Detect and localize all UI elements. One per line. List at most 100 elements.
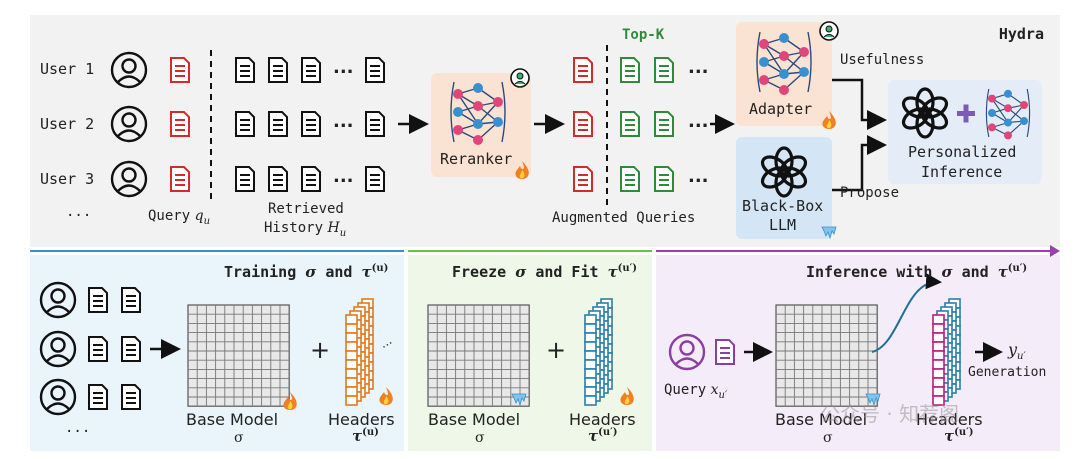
inference-base-model-sym: σ bbox=[823, 430, 833, 446]
inference-title-tau-sup: (u′) bbox=[1007, 263, 1028, 274]
inference-title: Inference with σ and τ(u′) bbox=[806, 263, 1027, 281]
inference-divider bbox=[656, 250, 1052, 252]
query-doc-icon-1 bbox=[170, 57, 190, 83]
inference-curve-arrow bbox=[871, 273, 942, 353]
retrieved-label-line2: History Hu bbox=[264, 220, 346, 239]
training-headers-tau: τ bbox=[352, 427, 363, 445]
topk-label: Top-K bbox=[622, 27, 665, 43]
inference-output: yu′ bbox=[1008, 340, 1026, 362]
history-ellipsis-2: ... bbox=[333, 111, 354, 132]
training-user-ellipsis: ... bbox=[65, 420, 91, 436]
watermark: 公众号 · 知荐阁 bbox=[820, 402, 960, 426]
history-var: H bbox=[327, 220, 340, 236]
inference-query-sub: u′ bbox=[718, 389, 728, 401]
training-headers-stack bbox=[345, 298, 374, 406]
history-sub: u bbox=[339, 227, 347, 239]
history-docs-row-1 bbox=[235, 57, 385, 83]
adapter-flame-icon bbox=[822, 111, 836, 129]
training-title-tau: τ bbox=[361, 263, 372, 281]
blackbox-box bbox=[736, 137, 832, 239]
history-ellipsis-1: ... bbox=[333, 57, 354, 78]
inference-query-doc-icon bbox=[715, 339, 735, 365]
history-docs-row-2 bbox=[235, 111, 385, 137]
adapter-user-badge-icon bbox=[819, 21, 839, 41]
inference-output-sub: u′ bbox=[1017, 351, 1026, 363]
freeze-base-model-grid bbox=[427, 304, 530, 407]
freeze-title: Freeze σ and Fit τ(u′) bbox=[452, 263, 637, 281]
personalized-label-line2: Inference bbox=[921, 163, 1003, 181]
inference-query-text: Query bbox=[664, 382, 707, 398]
inference-base-model-label: Base Model bbox=[775, 410, 868, 429]
training-headers-flame-icon bbox=[379, 387, 393, 405]
freeze-base-model-label: Base Model bbox=[428, 410, 521, 429]
freeze-headers-stack bbox=[584, 298, 613, 406]
user-ellipsis: ... bbox=[66, 204, 92, 220]
freeze-title-prefix: Freeze bbox=[452, 263, 507, 281]
reranker-network-icon bbox=[450, 81, 506, 146]
freeze-headers-label: Headers bbox=[569, 410, 636, 429]
inference-headers-stack bbox=[932, 298, 961, 406]
personalized-network-icon bbox=[985, 88, 1031, 140]
query-label: Query qu bbox=[148, 208, 210, 227]
inference-query-label: Query xu′ bbox=[664, 382, 727, 401]
query-label-text: Query bbox=[148, 208, 191, 224]
freeze-plus: + bbox=[546, 336, 567, 364]
inference-headers-label: Headers bbox=[916, 410, 983, 429]
augmented-docs-row-2 bbox=[573, 111, 674, 137]
training-title-and: and bbox=[325, 263, 353, 281]
freeze-title-and: and Fit bbox=[535, 263, 599, 281]
training-headers-tau-sup: (u) bbox=[362, 427, 379, 438]
reranker-user-badge-icon bbox=[510, 68, 530, 88]
training-divider bbox=[30, 250, 404, 252]
freeze-title-sigma: σ bbox=[515, 263, 527, 281]
reranker-flame-icon bbox=[515, 161, 529, 179]
personalized-llm-icon bbox=[898, 87, 952, 139]
user-icon-3 bbox=[110, 160, 148, 198]
training-title-prefix: Training bbox=[224, 263, 297, 281]
adapter-network-icon bbox=[756, 31, 812, 96]
query-doc-icon-2 bbox=[170, 111, 190, 137]
retrieved-label-line1: Retrieved bbox=[268, 201, 344, 217]
freeze-base-model-sym: σ bbox=[475, 430, 485, 446]
training-user-icon-2 bbox=[39, 330, 77, 368]
inference-title-and: and bbox=[961, 263, 989, 281]
adapter-label: Adapter bbox=[749, 100, 813, 118]
training-user-icon-1 bbox=[39, 281, 77, 319]
usefulness-label: Usefulness bbox=[840, 52, 925, 68]
blackbox-label-line1: Black-Box bbox=[742, 197, 824, 215]
augmented-ellipsis-2: ... bbox=[688, 111, 709, 132]
usefulness-arrow bbox=[832, 78, 887, 130]
inference-title-tau: τ bbox=[997, 263, 1008, 281]
inference-output-var: y bbox=[1008, 340, 1018, 359]
training-title-sigma: σ bbox=[305, 263, 317, 281]
freeze-headers-tau-sup: (u′) bbox=[598, 427, 618, 438]
augmented-ellipsis-3: ... bbox=[688, 166, 709, 187]
training-title-tau-sup: (u) bbox=[371, 263, 389, 274]
history-text: History bbox=[264, 220, 324, 236]
inference-headers-tau: τ bbox=[944, 427, 955, 445]
inference-base-model-grid bbox=[775, 304, 878, 407]
query-doc-icon-3 bbox=[170, 166, 190, 192]
training-plus: + bbox=[310, 336, 331, 364]
propose-label: Propose bbox=[840, 185, 900, 201]
freeze-title-tau-sup: (u′) bbox=[617, 263, 638, 274]
inference-headers-sym: τ(u′) bbox=[944, 427, 973, 445]
training-base-model-grid bbox=[187, 304, 290, 407]
blackbox-ice-icon bbox=[821, 226, 837, 239]
augmented-ellipsis-1: ... bbox=[688, 57, 709, 78]
query-var: q bbox=[194, 208, 204, 224]
user-icon-2 bbox=[110, 105, 148, 143]
query-sub: u bbox=[203, 215, 211, 227]
augmented-label: Augmented Queries bbox=[552, 210, 696, 226]
freeze-headers-flame-icon bbox=[620, 387, 634, 405]
training-title: Training σ and τ(u) bbox=[224, 263, 388, 281]
freeze-divider bbox=[408, 250, 652, 252]
freeze-headers-sym: τ(u′) bbox=[588, 427, 617, 445]
training-base-model-label: Base Model bbox=[186, 410, 279, 429]
propose-arrow bbox=[832, 135, 887, 192]
inference-title-prefix: Inference with bbox=[806, 263, 933, 281]
inference-query-var: x bbox=[710, 382, 719, 398]
system-label: Hydra bbox=[998, 25, 1044, 43]
user-label-2: User 2 bbox=[40, 115, 95, 133]
user-label-3: User 3 bbox=[40, 170, 95, 188]
